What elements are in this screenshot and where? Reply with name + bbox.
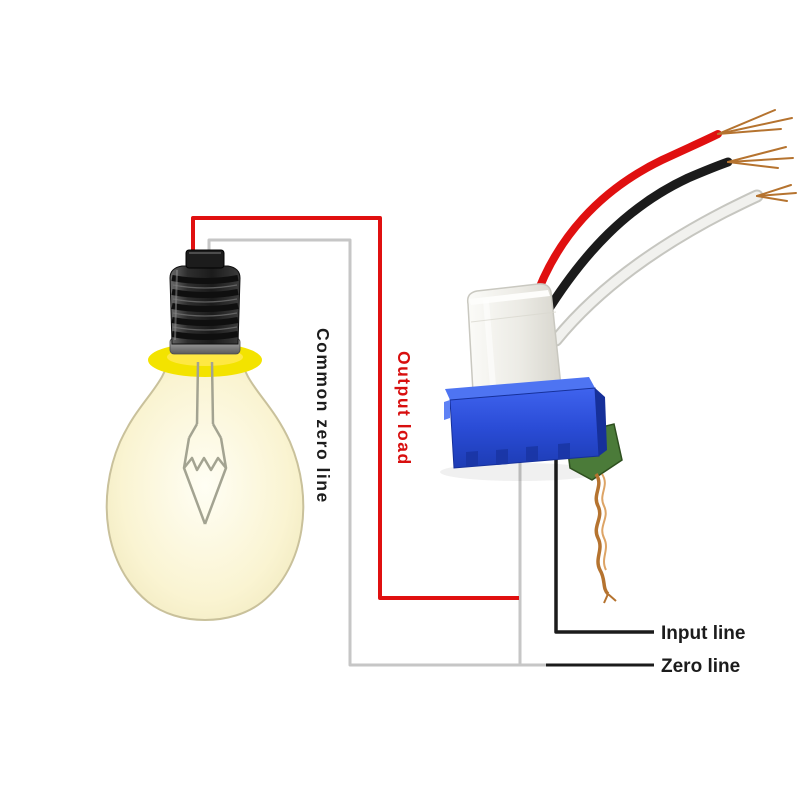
red-lead-wire bbox=[530, 130, 722, 306]
white-lead-copper-tip bbox=[756, 184, 797, 202]
output-load-wire bbox=[191, 216, 519, 600]
photocell-switch bbox=[440, 283, 623, 604]
sensor-head bbox=[466, 283, 563, 411]
switch-base-right-face bbox=[595, 388, 607, 456]
common-zero-wire bbox=[207, 238, 546, 667]
sensor-head-top-face bbox=[469, 290, 550, 305]
input-line-wire bbox=[554, 445, 654, 634]
switch-base bbox=[444, 377, 607, 469]
device-lead-wires bbox=[530, 109, 797, 347]
white-lead-wire bbox=[551, 191, 762, 345]
red-lead-copper-tip bbox=[717, 109, 793, 135]
label-zero-line: Zero line bbox=[661, 656, 740, 677]
copper-pigtail-wire bbox=[594, 473, 617, 604]
label-input-line: Input line bbox=[661, 623, 745, 644]
bulb-glass bbox=[105, 351, 305, 621]
device-shadow bbox=[440, 463, 600, 481]
switch-base-top-face bbox=[445, 377, 595, 400]
diagram-labels: Common zero line Output load Input line … bbox=[313, 328, 745, 677]
label-common-zero-line: Common zero line bbox=[313, 328, 333, 504]
bulb-top-contact bbox=[185, 249, 225, 269]
black-lead-wire bbox=[540, 157, 733, 320]
bulb-filament bbox=[182, 361, 228, 525]
black-lead-copper-tip bbox=[727, 146, 794, 169]
switch-base-left-tab bbox=[444, 400, 450, 420]
sensor-head-seam bbox=[470, 311, 557, 323]
connection-wires bbox=[191, 216, 654, 667]
switch-base-ridges bbox=[466, 443, 570, 467]
sensor-head-highlight bbox=[483, 299, 497, 399]
light-bulb bbox=[105, 249, 305, 621]
bulb-screw-ridges bbox=[171, 269, 239, 341]
label-output-load: Output load bbox=[394, 351, 414, 466]
